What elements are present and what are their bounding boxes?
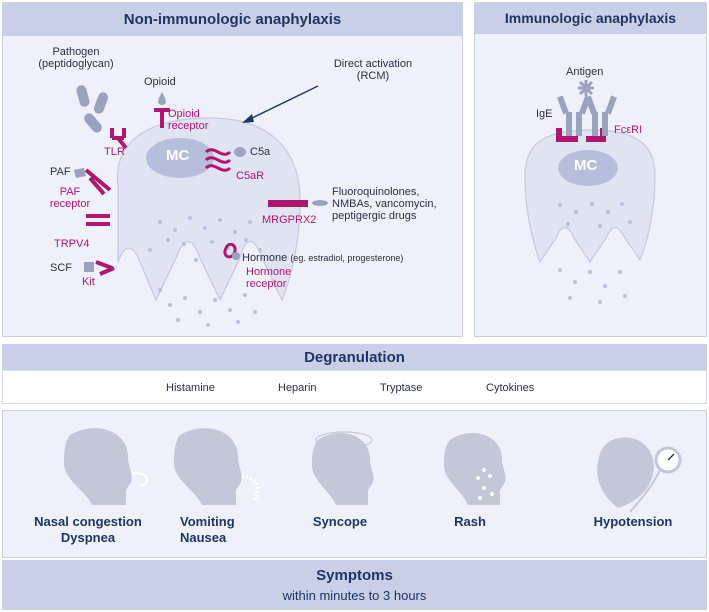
opioid-label: Opioid [144, 76, 176, 88]
degranulation-title: Degranulation [2, 344, 707, 370]
antigen-icon [578, 80, 594, 96]
heart-icon [597, 437, 654, 508]
mediator-heparin: Heparin [278, 382, 317, 394]
drugs-label: Fluoroquinolones, NMBAs, vancomycin, pep… [332, 186, 437, 222]
c5a-icon [234, 147, 246, 157]
kit-label: Kit [82, 276, 95, 288]
breath-icon [131, 472, 148, 487]
scf-icon [84, 262, 94, 272]
symptom-vomiting-nausea: Vomiting Nausea [180, 514, 235, 545]
symptom-rash: Rash [454, 514, 486, 529]
paf-icon [74, 168, 86, 178]
rash-icon [476, 468, 494, 500]
fceri-label: FcεRI [614, 124, 643, 136]
symptoms-title: Symptoms [316, 567, 393, 584]
paf-label: PAF [50, 166, 71, 178]
antigen-label: Antigen [566, 66, 604, 78]
symptoms-footer: Symptoms within minutes to 3 hours [2, 560, 707, 610]
mediator-cytokines: Cytokines [486, 382, 535, 394]
paf-receptor [84, 168, 112, 196]
tlr-label: TLR [104, 146, 125, 158]
head-silhouette-icon [63, 428, 506, 505]
paf-receptor-label: PAF receptor [49, 186, 91, 210]
symptom-nasal-dyspnea: Nasal congestion Dyspnea [34, 514, 142, 545]
hormone-receptor-label: Hormone receptor [246, 266, 292, 290]
mediator-histamine: Histamine [166, 382, 215, 394]
symptom-hypotension: Hypotension [593, 514, 673, 529]
direct-activation-label: Direct activation (RCM) [333, 58, 413, 82]
symptom-syncope: Syncope [312, 514, 368, 529]
hormone-examples: (eg. estradiol, progesterone) [290, 253, 404, 263]
ige-label: IgE [536, 108, 553, 120]
mrgprx2-receptor [268, 200, 308, 207]
hormone-label: Hormone (eg. estradiol, progesterone) [242, 252, 403, 264]
mrgprx2-label: MRGPRX2 [262, 214, 317, 226]
drug-icon [312, 200, 328, 206]
trpv4-channel [86, 214, 110, 218]
opioid-receptor-label: Opioid receptor [168, 108, 209, 132]
mast-cell-nucleus-immuno [558, 150, 618, 186]
opioid-icon [158, 92, 166, 100]
vomit-icon [241, 474, 260, 502]
granules [148, 216, 262, 327]
granules-immuno [558, 202, 632, 304]
non-immunologic-title: Non-immunologic anaphylaxis [2, 2, 463, 36]
immunologic-title: Immunologic anaphylaxis [474, 2, 707, 34]
pressure-gauge-icon [629, 446, 682, 513]
mc-label: MC [166, 147, 190, 164]
mast-cell-body-immuno [524, 129, 656, 264]
scf-label: SCF [50, 262, 72, 274]
c5ar-receptor [204, 148, 232, 172]
kit-receptor [95, 260, 115, 276]
mc-label-immuno: MC [574, 157, 598, 174]
pathogen-icon [76, 85, 109, 133]
trpv4-label: TRPV4 [54, 238, 90, 250]
degranulation-mediators-panel [2, 370, 707, 404]
pathogen-label: Pathogen (peptidoglycan) [38, 46, 114, 70]
opioid-receptor [154, 108, 170, 128]
c5a-label: C5a [250, 146, 271, 158]
dizziness-icon [315, 431, 373, 449]
tlr-receptor [110, 128, 128, 150]
hormone-icon [232, 252, 240, 260]
direct-activation-arrow [247, 85, 319, 121]
antibody-icon [557, 95, 617, 136]
c5ar-label: C5aR [236, 170, 265, 182]
symptoms-subtitle: within minutes to 3 hours [282, 588, 427, 603]
hormone-name: Hormone [242, 252, 288, 264]
mast-cell-nucleus [146, 138, 214, 178]
mediator-tryptase: Tryptase [380, 382, 423, 394]
